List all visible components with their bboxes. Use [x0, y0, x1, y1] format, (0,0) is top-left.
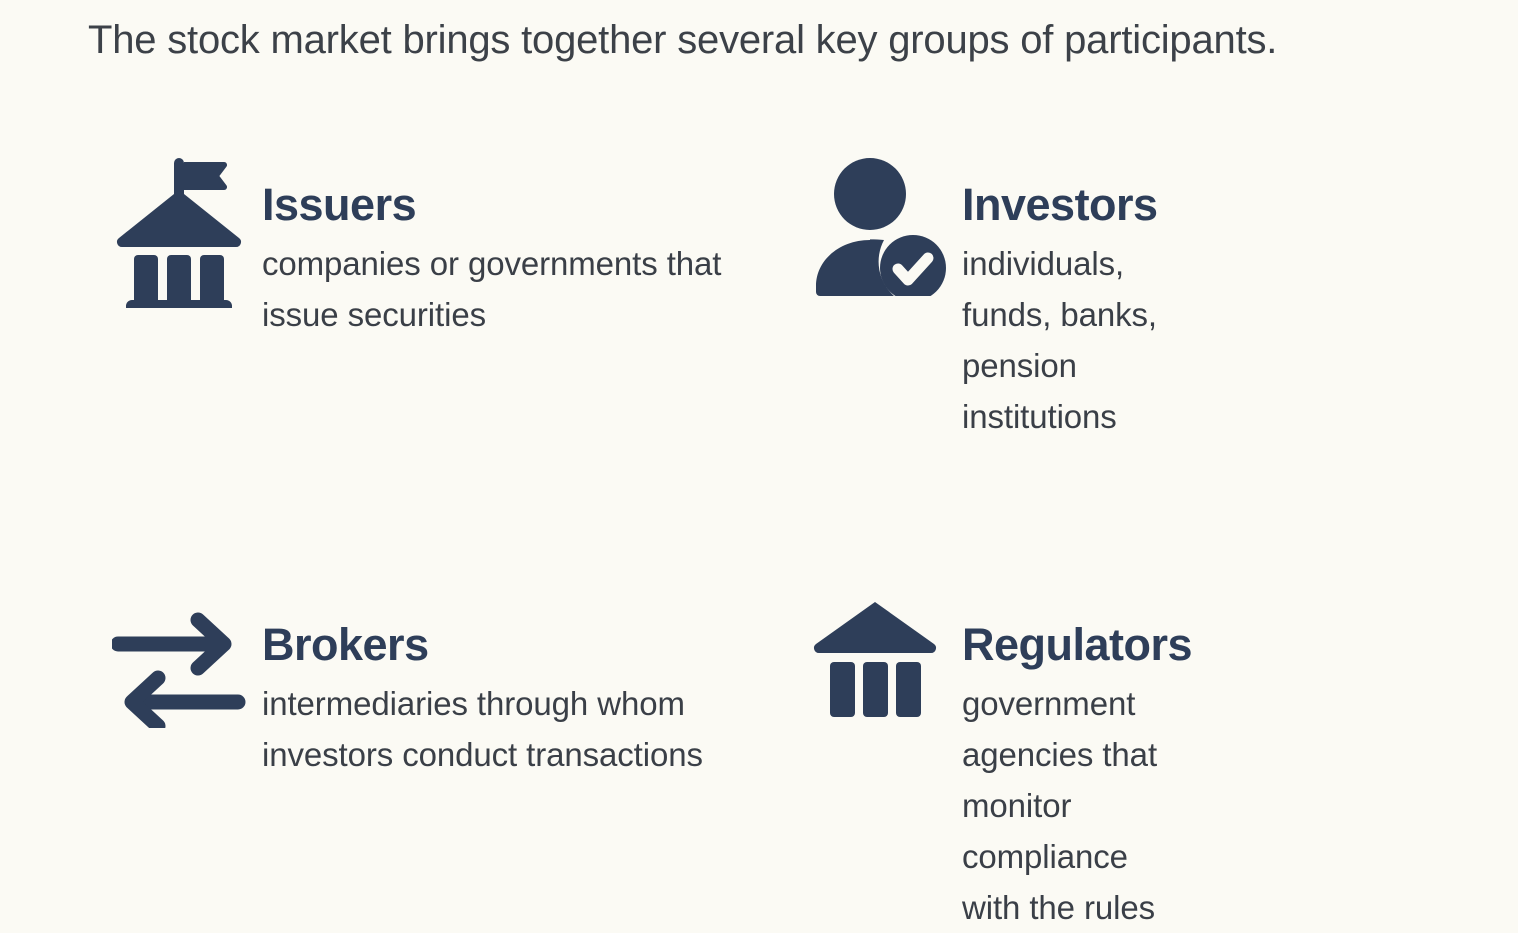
exchange-arrows-icon	[112, 590, 262, 728]
bank-flag-icon	[112, 150, 262, 308]
participant-text-issuers: Issuers companies or governments that is…	[262, 150, 812, 340]
participant-card-issuers: Issuers companies or governments that is…	[0, 150, 812, 442]
participant-card-regulators: Regulators government agencies that moni…	[0, 590, 1193, 933]
participant-card-brokers: Brokers intermediaries through whom inve…	[0, 590, 812, 933]
participant-card-investors: Investors individuals, funds, banks, pen…	[0, 150, 1158, 442]
page-title: The stock market brings together several…	[88, 18, 1278, 62]
participants-grid: Issuers companies or governments that is…	[0, 150, 1518, 933]
participant-description: government agencies that monitor complia…	[962, 685, 1158, 926]
participant-title: Investors	[962, 179, 1158, 230]
participant-description: intermediaries through whom investors co…	[262, 685, 703, 773]
participant-title: Brokers	[262, 619, 429, 670]
participants-row-2: Brokers intermediaries through whom inve…	[0, 590, 1518, 933]
participant-description: companies or governments that issue secu…	[262, 245, 722, 333]
participant-description: individuals, funds, banks, pension insti…	[962, 245, 1157, 435]
person-check-icon	[812, 150, 962, 296]
participants-row-1: Issuers companies or governments that is…	[0, 150, 1518, 442]
participant-text-investors: Investors individuals, funds, banks, pen…	[962, 150, 1158, 442]
slide-canvas: The stock market brings together several…	[88, 18, 1278, 926]
participant-text-regulators: Regulators government agencies that moni…	[962, 590, 1193, 933]
bank-icon	[812, 590, 962, 722]
participant-title: Issuers	[262, 179, 417, 230]
participant-text-brokers: Brokers intermediaries through whom inve…	[262, 590, 812, 780]
participant-title: Regulators	[962, 619, 1193, 670]
